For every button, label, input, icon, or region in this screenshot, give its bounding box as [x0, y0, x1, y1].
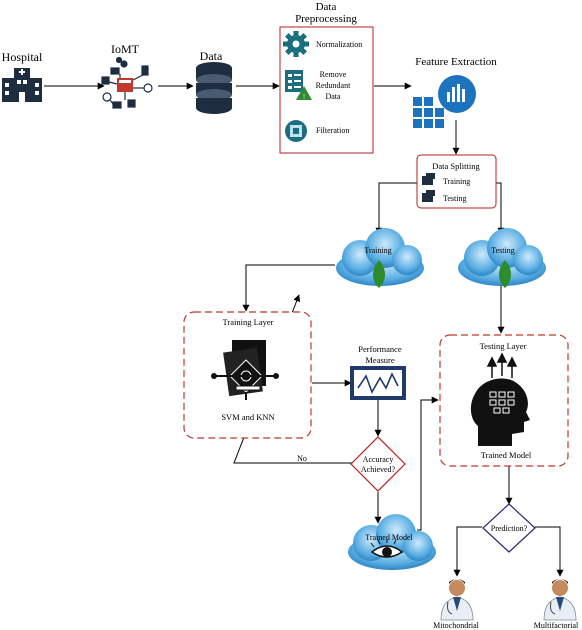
leaf-icon: [498, 260, 512, 288]
trained-model-cloud-label: Trained Model: [365, 533, 413, 542]
preprocessing-title-line2: Preprocessing: [295, 13, 357, 25]
eye-icon: [370, 539, 404, 558]
preprocessing-title-line1: Data: [316, 1, 337, 13]
training-layer-node: Training Layer SVM and KNN: [183, 311, 312, 439]
prediction-label: Prediction?: [491, 524, 528, 533]
filter-icon: [285, 120, 307, 142]
cloud-training: Training: [336, 228, 424, 288]
performance-label-line2: Measure: [365, 355, 394, 365]
training-layer-label: Training Layer: [223, 317, 274, 327]
split-training-label: Training: [443, 177, 470, 186]
data-node: Data: [196, 49, 232, 114]
multifactorial-label: Multifactorial: [534, 621, 579, 630]
performance-node: Performance Measure: [350, 344, 406, 400]
feature-extraction-label: Feature Extraction: [415, 56, 497, 68]
folder-icon: [422, 190, 435, 202]
database-icon: [196, 62, 232, 114]
remove-label-line1: Remove: [320, 70, 347, 79]
iomt-node: IoMT: [101, 42, 153, 109]
gear-icon: [283, 31, 309, 57]
cloud-icon: [348, 514, 436, 570]
svm-knn-label: SVM and KNN: [221, 412, 274, 422]
data-label: Data: [200, 49, 223, 63]
checklist-icon: !: [285, 70, 312, 101]
trained-model-cloud: Trained Model: [348, 514, 436, 570]
remove-label-line2: Redundant: [316, 81, 351, 90]
no-label: No: [297, 454, 307, 463]
arrow-prediction-multi: [535, 526, 564, 577]
testing-layer-node: Testing Layer Trained Mod: [439, 334, 569, 467]
arrow-prediction-mito: [453, 526, 482, 577]
doctor-icon: [543, 579, 577, 621]
hospital-node: Hospital: [2, 50, 43, 102]
analytics-icon: [413, 75, 476, 128]
accuracy-label-line1: Accuracy: [363, 455, 394, 464]
mitochondrial-node: Mitochondrial: [433, 579, 480, 630]
feature-extraction-node: Feature Extraction: [413, 56, 497, 128]
arrow-split-training: [375, 182, 417, 235]
remove-label-line3: Data: [325, 92, 341, 101]
svg-text:!: !: [303, 93, 305, 101]
arrow-trainedmodel-testing: [417, 396, 439, 531]
testing-layer-label: Testing Layer: [480, 341, 527, 351]
filteration-label: Filteration: [316, 126, 349, 135]
iomt-label: IoMT: [111, 42, 140, 56]
leaf-icon: [372, 260, 386, 288]
accuracy-node: Accuracy Achieved?: [350, 436, 406, 492]
training-icon: [211, 340, 279, 400]
accuracy-diamond: [350, 436, 406, 492]
arrow-split-testing: [496, 182, 505, 235]
data-splitting-node: Data Splitting Training Testing: [416, 154, 497, 209]
prediction-diamond: [482, 503, 536, 553]
cloud-testing-label: Testing: [491, 246, 514, 255]
iomt-network-icon: [101, 56, 153, 109]
doctor-icon: [440, 579, 474, 621]
accuracy-label-line2: Achieved?: [361, 465, 396, 474]
arrow-cloud-training-layer: [242, 264, 335, 312]
monitor-icon: [350, 366, 406, 400]
multifactorial-node: Multifactorial: [534, 579, 579, 630]
hospital-label: Hospital: [2, 50, 43, 64]
folder-icon: [422, 173, 435, 185]
mitochondrial-label: Mitochondrial: [433, 621, 480, 630]
data-splitting-label: Data Splitting: [432, 161, 480, 171]
performance-label-line1: Performance: [358, 344, 402, 354]
cloud-training-label: Training: [364, 246, 391, 255]
split-testing-label: Testing: [443, 194, 466, 203]
cloud-testing: Testing: [458, 228, 546, 288]
prediction-node: Prediction?: [482, 503, 536, 553]
ai-head-icon: [470, 352, 530, 446]
hospital-icon: [2, 68, 42, 102]
preprocessing-node: Data Preprocessing Normalization: [279, 1, 374, 154]
trained-model-label: Trained Model: [481, 450, 532, 460]
data-splitting-box: [416, 154, 497, 209]
normalization-label: Normalization: [316, 40, 362, 49]
